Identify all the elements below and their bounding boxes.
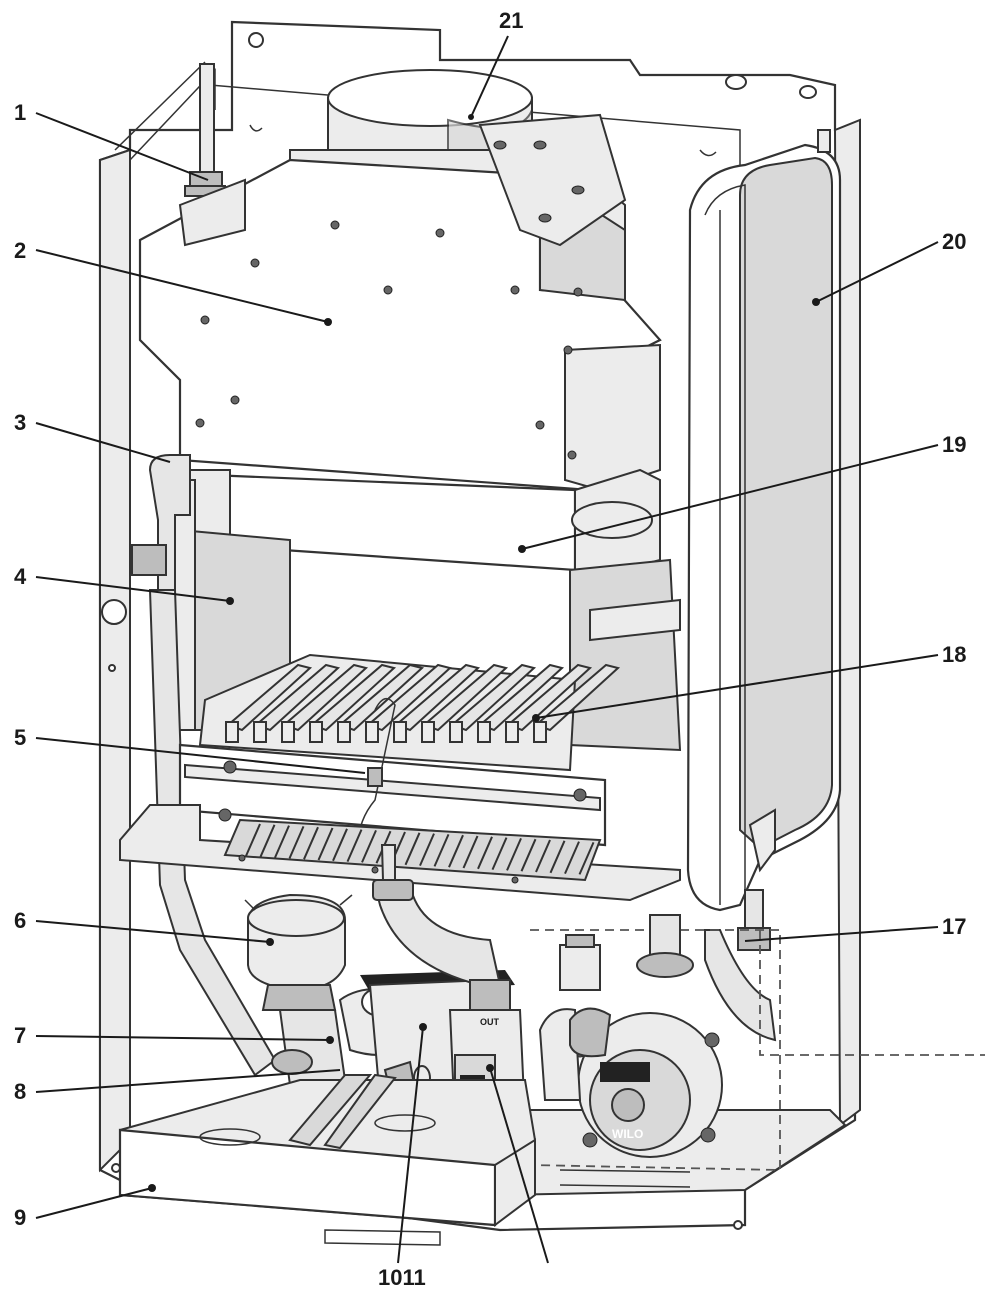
callout-20-label: 20 — [942, 229, 966, 254]
burner-ramp-nozzle — [365, 721, 379, 743]
grille-slat — [259, 824, 276, 858]
burner-ramps — [225, 663, 621, 743]
grille-slat — [419, 833, 435, 867]
grille-slat — [274, 825, 290, 859]
circulation-pump: WILO — [538, 914, 723, 1158]
burner-ramp-nozzle — [281, 721, 295, 743]
callout-21: 21 — [468, 8, 523, 120]
callout-4-label: 4 — [14, 564, 27, 589]
callout-1011-label: 1011 — [378, 1265, 426, 1290]
grille-slat — [332, 828, 348, 862]
bottom-cover — [118, 1073, 537, 1246]
callout-5-label: 5 — [14, 725, 26, 750]
burner-ramp-nozzle — [533, 721, 547, 743]
callout-2-label: 2 — [14, 238, 26, 263]
callouts: 1 2 3 4 5 6 7 — [14, 8, 966, 1290]
grille-slat — [535, 839, 551, 873]
grille-slat — [317, 827, 334, 861]
grille-slat — [303, 826, 319, 860]
callout-3: 3 — [14, 410, 171, 463]
grille-slat — [404, 832, 421, 866]
burner-ramp-nozzle — [309, 721, 323, 743]
grille-slat — [433, 833, 450, 867]
callout-7: 7 — [14, 1023, 334, 1048]
grille-slat — [506, 837, 522, 871]
callout-9-label: 9 — [14, 1205, 26, 1230]
callout-21-label: 21 — [499, 8, 523, 33]
grille-slat — [477, 836, 493, 870]
grille-slat — [361, 829, 377, 863]
burner-ramp-nozzle — [449, 721, 463, 743]
grille-slat — [578, 841, 595, 875]
gas-inlet-pipe — [372, 844, 502, 986]
heat-exchanger — [189, 468, 661, 577]
burner-ramp-nozzle — [421, 721, 435, 743]
grille-slat — [448, 834, 464, 868]
callout-17: 17 — [744, 914, 966, 942]
valve-badge: OUT — [480, 1017, 500, 1027]
hood-screws — [195, 218, 583, 460]
grille-slat — [462, 835, 479, 869]
burner-ramp-nozzle — [393, 721, 407, 743]
safety-sensor — [178, 63, 246, 247]
callout-8: 8 — [14, 1069, 341, 1104]
callout-8-label: 8 — [14, 1079, 26, 1104]
burner-ramp-nozzle — [225, 721, 239, 743]
grille-slat — [564, 841, 580, 875]
vessel-connection — [704, 889, 777, 1042]
fan-hood — [138, 113, 662, 492]
callout-18: 18 — [532, 642, 966, 722]
callout-17-label: 17 — [942, 914, 966, 939]
burner — [198, 653, 621, 772]
air-vent — [244, 893, 353, 1011]
grille-slat — [346, 829, 363, 863]
callout-6: 6 — [14, 908, 274, 946]
burner-ramp-nozzle — [477, 721, 491, 743]
grille-slat — [288, 825, 305, 859]
burner-ramp-nozzle — [505, 721, 519, 743]
grille-slat — [245, 823, 261, 857]
callout-4: 4 — [14, 564, 234, 605]
base-tray — [119, 804, 681, 902]
burner-ramp-nozzle — [337, 721, 351, 743]
burner-ramp-nozzle — [253, 721, 267, 743]
pump-brand-label: WILO — [612, 1127, 643, 1141]
callout-6-label: 6 — [14, 908, 26, 933]
callout-19-label: 19 — [942, 432, 966, 457]
callout-19: 19 — [518, 432, 966, 553]
grille-slat — [549, 840, 566, 874]
callout-5: 5 — [14, 725, 366, 774]
callout-3-label: 3 — [14, 410, 26, 435]
grille-slat — [491, 837, 508, 871]
callout-18-label: 18 — [942, 642, 966, 667]
callout-1-label: 1 — [14, 100, 26, 125]
callout-9: 9 — [14, 1184, 156, 1230]
callout-7-label: 7 — [14, 1023, 26, 1048]
callout-1: 1 — [14, 100, 209, 181]
grille-slat — [520, 838, 537, 872]
expansion-vessel — [686, 129, 842, 912]
callout-20: 20 — [812, 229, 966, 306]
gas-manifold — [178, 697, 607, 871]
callout-2: 2 — [14, 238, 332, 326]
callout-1011: 1011 — [378, 1023, 549, 1290]
